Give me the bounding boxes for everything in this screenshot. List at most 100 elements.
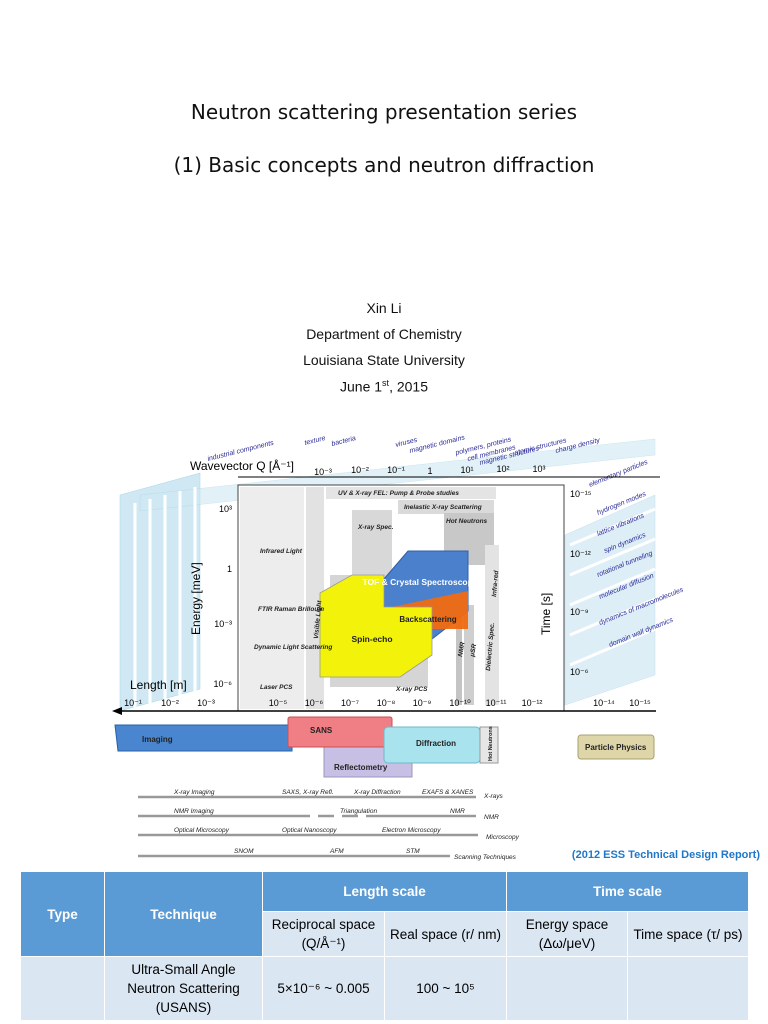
tick-q-6: 10² (496, 464, 509, 474)
xray-diffraction-label: X-ray Diffraction (353, 789, 401, 796)
cell-time (627, 956, 749, 1021)
header-length-scale: Length scale (262, 871, 507, 912)
visible-light-label: Visible Light (313, 599, 323, 639)
band-stripes (133, 487, 656, 710)
label-bacteria: bacteria (331, 435, 357, 448)
saxs-label: SAXS, X-ray Refl. (282, 789, 334, 796)
tick-q-3: 10⁻¹ (387, 465, 405, 475)
header-reciprocal: Reciprocal space (Q/Å⁻¹) (262, 911, 385, 957)
label-texture: texture (304, 435, 327, 447)
tick-q-7: 10³ (532, 464, 545, 474)
tick-l-7: 10⁻⁸ (377, 698, 396, 708)
exafs-label: EXAFS & XANES (422, 789, 474, 796)
tick-l-5: 10⁻⁶ (305, 698, 324, 708)
sans-label: SANS (310, 726, 333, 735)
tick-q-4: 1 (427, 466, 432, 476)
energy-ticks: 10³ 1 10⁻³ 10⁻⁶ (214, 504, 233, 689)
nmr-region-label: NMR (457, 641, 467, 657)
series-title: Neutron scattering presentation series (190, 100, 578, 124)
cell-technique: Ultra-Small Angle Neutron Scattering (US… (104, 956, 263, 1021)
ftir-label: FTIR Raman Brillouin (258, 606, 324, 613)
header-time-scale: Time scale (506, 871, 749, 912)
header-type: Type (20, 871, 105, 957)
optical-nanoscopy-label: Optical Nanoscopy (282, 827, 337, 834)
stm-label: STM (406, 848, 420, 855)
scales-table: Type Technique Length scale Time scale R… (20, 871, 749, 1021)
tick-l-4: 10⁻⁵ (269, 698, 288, 708)
imaging-bar (114, 724, 293, 752)
spin-echo-region (319, 574, 433, 678)
microscopy-row-label: Microscopy (486, 834, 520, 841)
tick-e-3: 10⁻³ (214, 619, 232, 629)
tick-q-2: 10⁻² (351, 465, 369, 475)
tick-l-1: 10⁻¹ (124, 698, 142, 708)
ess-length-time-scale-figure: industrial components texture bacteria v… (112, 434, 685, 861)
xray-spec-label: X-ray Spec. (357, 524, 394, 531)
xray-imaging-label: X-ray Imaging (173, 789, 215, 796)
dls-label: Dynamic Light Scattering (254, 644, 332, 651)
technique-rows: X-ray Imaging SAXS, X-ray Refl. X-ray Di… (138, 789, 520, 861)
hot-neutrons-bar-label: Hot Neutrons (488, 726, 494, 761)
imaging-label: Imaging (142, 735, 173, 744)
tick-l-8: 10⁻⁹ (413, 698, 432, 708)
reflectometry-label: Reflectometry (334, 763, 388, 772)
scanning-row-label: Scanning Techniques (454, 854, 517, 861)
particle-physics-bar (577, 734, 655, 760)
cell-real: 100 ~ 10⁵ (384, 956, 507, 1021)
dielectric-label: Dielectric Spec. (485, 622, 496, 671)
figure-caption: (2012 ESS Technical Design Report) (571, 849, 760, 861)
header-real: Real space (r/ nm) (384, 911, 507, 957)
author-date: June 1st, 2015 (340, 378, 428, 395)
hot-neutrons-bar (479, 726, 499, 764)
tick-l-10: 10⁻¹¹ (486, 698, 507, 708)
header-energy: Energy space (Δω/μeV) (506, 911, 628, 957)
length-label: Length [m] (130, 678, 187, 692)
xrays-row-label: X-rays (483, 793, 504, 800)
tick-l-2: 10⁻² (161, 698, 179, 708)
time-ticks: 10⁻¹⁵ 10⁻¹² 10⁻⁹ 10⁻⁶ (570, 489, 592, 677)
wavevector-ticks: 10⁻³ 10⁻² 10⁻¹ 1 10¹ 10² 10³ (314, 464, 545, 477)
tick-l-6: 10⁻⁷ (341, 698, 359, 708)
tick-q-5: 10¹ (460, 465, 473, 475)
electron-microscopy-label: Electron Microscopy (382, 827, 441, 834)
length-axis-arrow (112, 707, 122, 715)
energy-axis-label: Energy [meV] (189, 562, 203, 635)
tick-q-1: 10⁻³ (314, 467, 332, 477)
cell-energy (506, 956, 628, 1021)
xray-pcs-label: X-ray PCS (395, 686, 428, 693)
length-ticks: 10⁻¹ 10⁻² 10⁻³ 10⁻⁵ 10⁻⁶ 10⁻⁷ 10⁻⁸ 10⁻⁹ … (124, 698, 651, 708)
tick-t-1: 10⁻¹⁵ (570, 489, 592, 499)
laser-pcs-label: Laser PCS (260, 684, 293, 691)
tick-l-9: 10⁻¹⁰ (449, 698, 471, 708)
tick-l-12: 10⁻¹⁴ (593, 698, 615, 708)
triangulation-label: Triangulation (340, 808, 377, 815)
afm-label: AFM (329, 848, 344, 855)
sans-bar (287, 716, 393, 748)
diffraction-label: Diffraction (416, 739, 456, 748)
nmr-row-label: NMR (484, 814, 499, 821)
optical-microscopy-label: Optical Microscopy (174, 827, 230, 834)
time-axis-label: Time [s] (539, 593, 553, 635)
msr-label: μSR (469, 643, 478, 658)
spin-echo-label: Spin-echo (351, 634, 392, 644)
tick-e-2: 1 (227, 564, 232, 574)
inelastic-xray-label: Inelastic X-ray Scattering (404, 504, 482, 511)
author-name: Xin Li (366, 300, 402, 316)
infrared-vertical-label: Infra-red (491, 569, 500, 597)
uv-xray-label: UV & X-ray FEL: Pump & Probe studies (338, 490, 459, 497)
tick-e-1: 10³ (219, 504, 232, 514)
infrared-label: Infrared Light (260, 548, 303, 555)
header-time: Time space (τ/ ps) (627, 911, 749, 957)
nmr-imaging-label: NMR Imaging (174, 808, 214, 815)
header-technique: Technique (104, 871, 263, 957)
hot-neutrons-region-label: Hot Neutrons (446, 518, 488, 525)
backscattering-label: Backscattering (399, 615, 456, 624)
bar-labels: Imaging SANS Reflectometry Diffraction H… (142, 726, 647, 772)
tick-l-13: 10⁻¹⁵ (629, 698, 651, 708)
author-university: Louisiana State University (303, 352, 465, 368)
wavevector-label: Wavevector Q [Å⁻¹] (190, 458, 294, 473)
tick-e-4: 10⁻⁶ (214, 679, 233, 689)
author-department: Department of Chemistry (306, 326, 462, 342)
cell-reciprocal: 5×10⁻⁶ ~ 0.005 (262, 956, 385, 1021)
snom-label: SNOM (234, 848, 254, 855)
